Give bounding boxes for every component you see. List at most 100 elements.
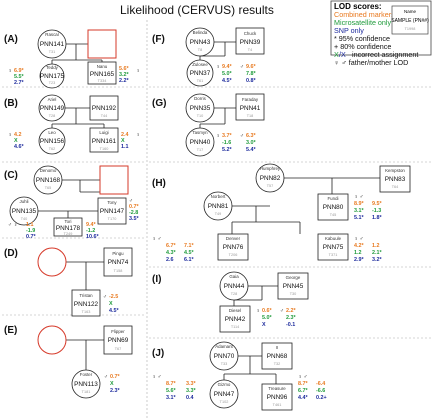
lod-combined: 9.6* [246, 64, 256, 70]
mother-name: Belinda [193, 30, 208, 35]
offspring2-name: Treasure [268, 386, 286, 391]
father1-code: T64 [392, 185, 399, 189]
offspring-name: Denver [226, 236, 241, 241]
legend-micro: Microsatellite only [334, 18, 392, 27]
father2-id: PNN80 [323, 204, 344, 211]
offspring-code: T102 [220, 400, 229, 404]
lod-micro: 5.0* [222, 71, 232, 77]
mother-circle [37, 29, 67, 59]
lod-snp: 3.1* [166, 395, 176, 401]
mother-code: T28 [231, 292, 238, 296]
lod-micro: X [109, 301, 113, 307]
lod-micro: -1.2 [86, 228, 95, 234]
father-box [89, 95, 119, 121]
lod-combined: 7.1* [184, 243, 194, 249]
lod-snp: 4.4* [298, 395, 308, 401]
father-code: T30 [290, 292, 297, 296]
mother2-circle [203, 191, 233, 221]
legend-x-blue: /X [339, 50, 346, 59]
lod-micro: 1.2 [354, 250, 362, 256]
mother2-code: T49 [215, 212, 222, 216]
offspring-name: Gizmo [218, 382, 231, 387]
svg-text:♂: ♂ [280, 308, 284, 314]
lod-combined: 0.7* [129, 204, 139, 210]
lod-micro: 6.7* [298, 388, 308, 394]
lod-snp: X [262, 322, 266, 328]
lod-micro: -1.3 [372, 208, 381, 214]
offspring-id: PNN175 [40, 73, 65, 80]
lod-combined: 6.3* [246, 133, 256, 139]
lod-micro: 4.3* [166, 250, 176, 256]
father-box [277, 272, 309, 300]
offspring-code: T62 [49, 147, 56, 151]
legend-x-green: X [334, 50, 339, 59]
lod-combined: -2.5 [109, 294, 118, 300]
panel-label-c: (C) [4, 170, 18, 181]
lod-combined: 0.6* [262, 308, 272, 314]
mother-code: T10 [197, 114, 204, 118]
offspring-name: Foster [80, 372, 93, 377]
mother-code: T31 [49, 50, 56, 54]
svg-text:♀: ♀ [216, 133, 220, 139]
offspring-id: PNN156 [40, 138, 65, 145]
panel-b: (B) Ariel PNN149 T28 PNN192 T44 Leo PNN1… [4, 94, 140, 155]
offspring2-box [53, 217, 83, 237]
lod-snp: 10.6* [86, 234, 99, 240]
father-id: PNN45 [283, 283, 304, 290]
svg-text:♀ ♂: ♀ ♂ [152, 236, 162, 242]
offspring-code: T181 [82, 390, 91, 394]
legend-sample-name: Name [404, 9, 417, 14]
svg-text:♀: ♀ [136, 68, 140, 74]
father-box [103, 247, 133, 277]
father-id: PNN135 [12, 208, 37, 215]
mother-id: PNN44 [224, 283, 245, 290]
offspring-box [219, 305, 251, 333]
lod-snp: 3.5* [129, 216, 139, 222]
mother-circle [38, 94, 66, 122]
unsampled-father-box [87, 29, 117, 59]
offspring-name: Tasmyn [192, 130, 208, 135]
panel-d: (D) Pingu PNN74 T158 Tristan PNN122 T163… [4, 247, 133, 317]
offspring-code: T61 [197, 79, 204, 83]
lod-combined: 4.2 [14, 132, 22, 138]
svg-text:♀: ♀ [136, 132, 140, 138]
lod-snp: 4.5* [109, 308, 119, 314]
mother-name: Denomo [40, 168, 57, 173]
panel-j: (J) Adamant PNN70 T33 II PNN68 T32 Gizmo… [152, 341, 327, 411]
offspring2-code: T160 [100, 147, 109, 151]
panel-c: (C) Denomo PNN168 T65 Juhli PNN135 T40 T… [4, 165, 139, 240]
offspring2-name: Luigi [99, 130, 108, 135]
mother-id: PNN70 [214, 353, 235, 360]
lod-micro: -2.8 [129, 210, 138, 216]
offspring-id: PNN42 [225, 316, 246, 323]
offspring-id: PNN147 [100, 208, 125, 215]
lod-micro: 5.5* [14, 74, 24, 80]
lod-micro: 7.8* [246, 71, 256, 77]
lod-micro: X [14, 138, 18, 144]
mother2-id: PNN81 [208, 203, 229, 210]
mother-code: T65 [45, 186, 52, 190]
offspring2-box [317, 233, 349, 261]
father-code: T158 [114, 269, 123, 273]
father2-code: T45 [330, 213, 337, 217]
svg-text:♀ ♂: ♀ ♂ [298, 374, 308, 380]
mother-code: T28 [49, 114, 56, 118]
father-id: PNN74 [108, 259, 129, 266]
offspring-circle [185, 127, 215, 157]
mother-name: Adamant [215, 344, 233, 349]
svg-text:♀ ♂: ♀ ♂ [152, 374, 162, 380]
lod-combined: 6.9* [14, 68, 24, 74]
lod-snp: 4.6* [14, 144, 24, 150]
lod-combined: 4.2* [354, 243, 364, 249]
offspring-box [217, 233, 249, 261]
lod-combined: 0.7* [110, 374, 120, 380]
lod-snp: 0.7* [26, 234, 36, 240]
lod-snp: 1.8* [372, 215, 382, 221]
lod-micro: 4.5* [184, 250, 194, 256]
lod-snp: 5.4* [246, 147, 256, 153]
mother-name: Gaia [229, 274, 239, 279]
lod-combined: 9.4* [86, 222, 96, 228]
mother1-code: T57 [267, 184, 274, 188]
lod-combined: 8.9* [354, 201, 364, 207]
offspring-name: Tristan [79, 293, 93, 298]
